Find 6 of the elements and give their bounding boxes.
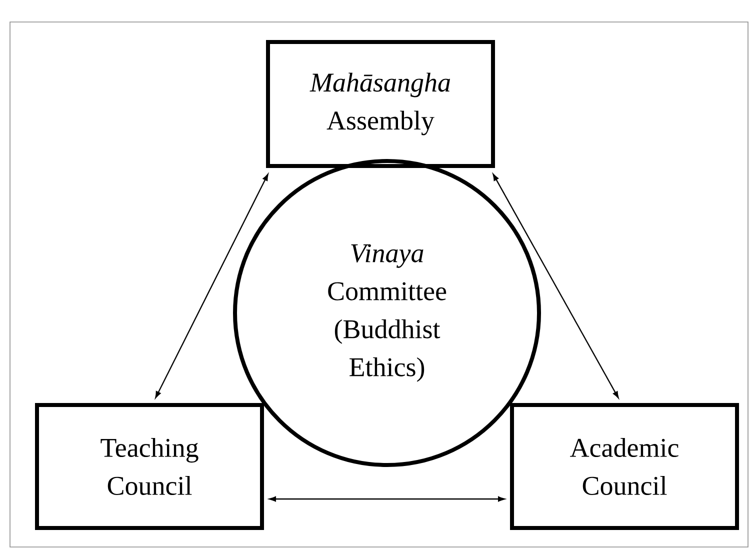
council-box: Teaching Council (35, 403, 264, 530)
arrow (492, 174, 619, 398)
arrow (155, 174, 268, 398)
council-box: Academic Council (510, 403, 739, 530)
arrow (269, 496, 505, 502)
council-box: Mahāsangha Assembly (266, 40, 495, 168)
